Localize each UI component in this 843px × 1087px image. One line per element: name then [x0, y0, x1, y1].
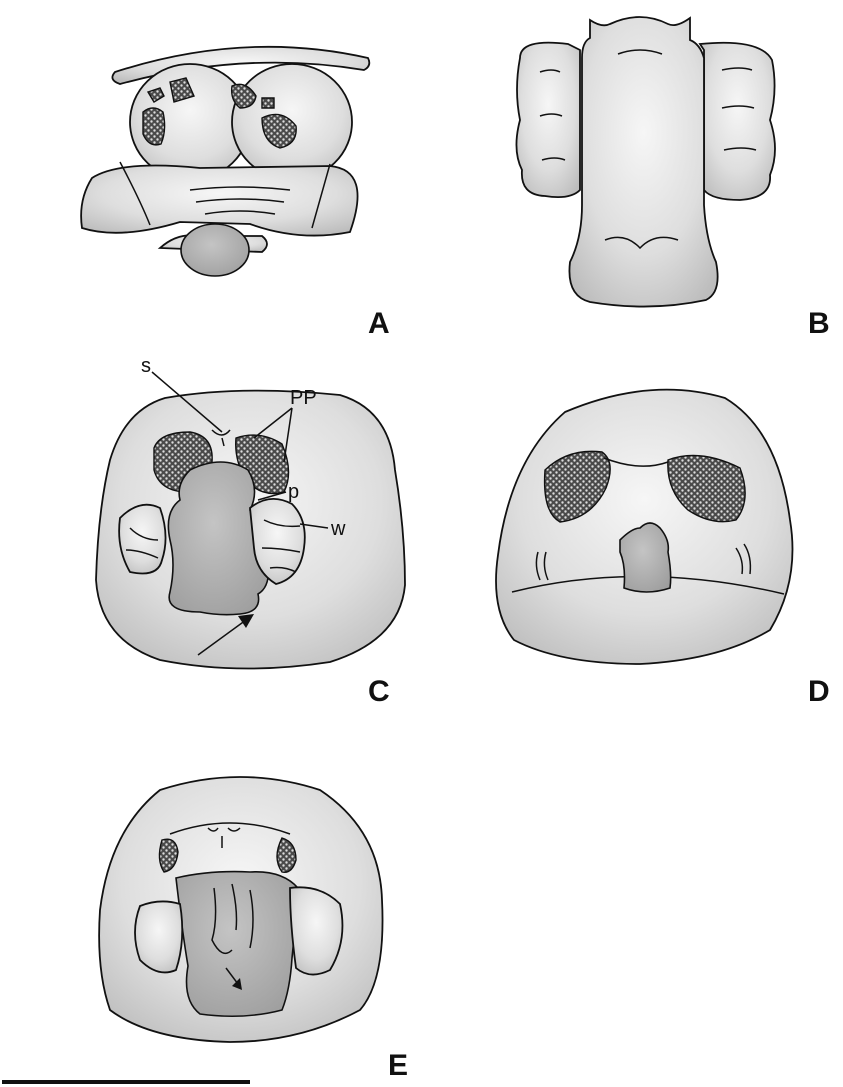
annotation-pp: PP: [290, 387, 317, 409]
panel-d-label: D: [808, 675, 830, 708]
panel-c-drawing: [96, 372, 405, 669]
annotation-w: w: [330, 518, 346, 540]
panel-b-drawing: [516, 17, 775, 307]
annotation-p: p: [288, 481, 299, 503]
panel-d-drawing: [496, 390, 793, 664]
panel-a-drawing: [81, 47, 369, 276]
panel-c-label: C: [368, 675, 390, 708]
panel-e-label: E: [388, 1049, 408, 1082]
annotation-s: s: [141, 355, 151, 377]
panel-a-label: A: [368, 307, 390, 340]
panel-b-label: B: [808, 307, 830, 340]
panel-e-drawing: [99, 777, 382, 1042]
